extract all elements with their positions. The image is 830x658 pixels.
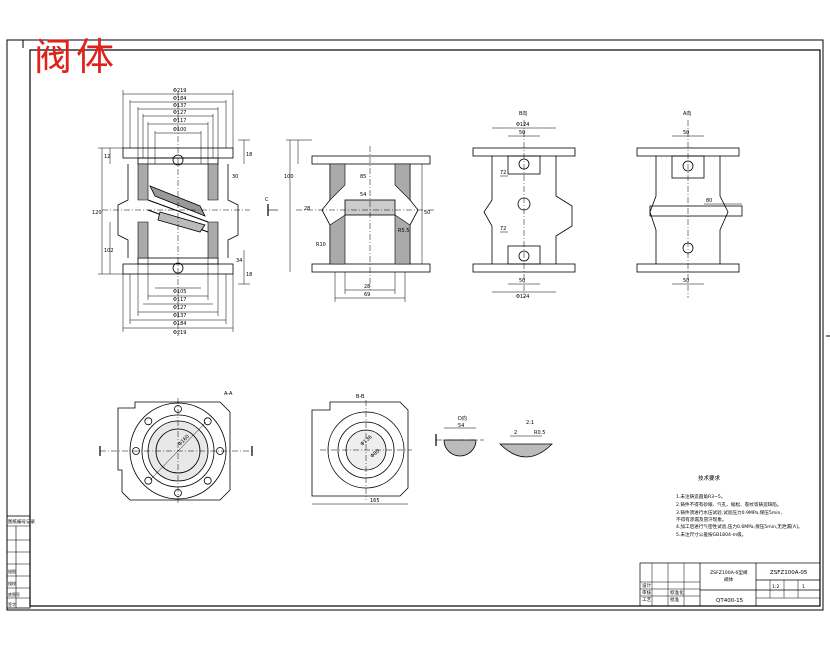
note-item: 5.未注尺寸公差按GB1804-m级。 <box>676 531 746 538</box>
dim-label: 18 <box>246 272 252 278</box>
view-b-labels: B向 Φ124 50 72 72 50 Φ124 <box>500 110 529 300</box>
dim-label: Φ184 <box>173 96 186 102</box>
dim-label: 50 <box>683 130 689 136</box>
dim-label: 72 <box>500 226 506 232</box>
dim-label: 28 <box>304 206 310 212</box>
title-label: 标准化 <box>670 589 684 596</box>
dim-label: Φ80 <box>369 448 381 459</box>
section-label: D向 <box>458 415 467 422</box>
dim-label: 100 <box>284 174 294 180</box>
outer-border <box>6 39 824 611</box>
dim-label: Φ124 <box>516 122 529 128</box>
dim-label: Φ137 <box>173 313 186 319</box>
dim-label: Φ127 <box>173 110 186 116</box>
scale: 1:2 <box>772 584 779 590</box>
sheet-number: 1 <box>802 584 805 590</box>
side-section-view <box>267 139 436 302</box>
note-item: 2.铸件不得有砂眼、气孔、缩松、裂纹等铸造缺陷。 <box>676 501 781 508</box>
dim-label: Φ219 <box>173 88 186 94</box>
dim-label: 50 <box>424 210 430 216</box>
dim-label: 50 <box>519 278 525 284</box>
material: QT400-15 <box>716 598 744 604</box>
front-section-view <box>98 90 250 336</box>
detail-view <box>499 435 553 458</box>
dim-label: Φ117 <box>173 297 186 303</box>
dim-label: Φ127 <box>173 305 186 311</box>
title-label: 工艺 <box>642 597 652 603</box>
dim-label: Φ117 <box>173 118 186 124</box>
dim-label: 80 <box>706 198 712 204</box>
dim-label: 69 <box>364 292 370 298</box>
dim-label: R10 <box>316 242 326 248</box>
dim-label: 12 <box>104 154 110 160</box>
dim-label: 50 <box>683 278 689 284</box>
bolt-hole <box>132 447 140 455</box>
view-b <box>472 120 576 298</box>
view-marker-c: C <box>265 197 269 203</box>
dim-label: R5.5 <box>398 228 409 234</box>
dim-label: 18 <box>246 152 252 158</box>
part-name: ZSFZ100A-6型阀 <box>710 569 748 576</box>
view-title: B向 <box>519 110 527 117</box>
title-label: 批准 <box>670 596 680 603</box>
view-title: A向 <box>683 110 691 117</box>
dim-label: 54 <box>360 192 366 198</box>
title-stamp: 阀体 <box>34 35 119 79</box>
dim-label: 54 <box>458 423 464 429</box>
dim-label: Φ105 <box>173 289 186 295</box>
dim-label: 120 <box>92 210 102 216</box>
dim-label: 165 <box>370 498 380 504</box>
dim-label: 34 <box>236 258 242 264</box>
d-view <box>435 427 484 457</box>
dim-label: R0.5 <box>534 430 545 436</box>
technical-notes: 技术要求 1.未注铸造圆角R3~5。 2.铸件不得有砂眼、气孔、缩松、裂纹等铸造… <box>676 474 802 538</box>
note-item: 3.铸件须进行水压试验,试验压力0.9MPa,保压5min, <box>676 509 782 516</box>
bolt-hole <box>144 417 153 426</box>
flange-view <box>99 398 253 505</box>
note-item: 4.加工后进行气密性试验,压力0.6MPa,保压5min,无泄漏[A]。 <box>676 523 802 530</box>
dim-label: Φ137 <box>173 103 186 109</box>
drawing-number: ZSFZ100A-05 <box>770 570 808 576</box>
bolt-hole <box>203 476 212 485</box>
title-block-text: ZSFZ100A-6型阀 阀体 ZSFZ100A-05 QT400-15 1:2… <box>642 569 808 604</box>
note-item: 1.未注铸造圆角R3~5。 <box>676 493 725 500</box>
side-record-table: 图纸编号记录 描图 描校 底图号 签字 <box>6 515 35 609</box>
title-label: 审核 <box>642 589 652 596</box>
bottom-section-view <box>311 400 412 505</box>
bolt-hole <box>203 417 212 426</box>
view-a <box>636 120 743 298</box>
dim-label: 72 <box>500 170 506 176</box>
section-label: 2:1 <box>526 420 534 426</box>
view-a-labels: A向 50 80 50 <box>683 110 712 284</box>
dim-label: Φ124 <box>516 294 529 300</box>
dim-label: Φ184 <box>173 321 186 327</box>
dim-label: 28 <box>364 284 370 290</box>
side-table-header: 图纸编号记录 <box>8 518 35 525</box>
dim-label: 50 <box>519 130 525 136</box>
note-item: 不得有渗漏及冒汗现象。 <box>676 516 727 523</box>
title-label: 设计 <box>642 582 652 589</box>
side-table-row: 描图 <box>8 568 16 574</box>
part-subtitle: 阀体 <box>724 576 734 583</box>
side-view-dimensions: 85 54 28 100 R10 28 69 50 R5.5 C <box>265 174 430 298</box>
dim-label: 30 <box>232 174 238 180</box>
side-table-row: 签字 <box>8 601 16 607</box>
dim-label: Φ219 <box>173 330 186 336</box>
dim-label: 102 <box>104 248 114 254</box>
section-label: A-A <box>224 391 233 397</box>
title-block <box>639 562 821 607</box>
side-table-row: 描校 <box>8 580 16 586</box>
inner-border <box>29 49 821 607</box>
dim-label: 85 <box>360 174 366 180</box>
section-label: B-B <box>356 394 365 400</box>
dim-label: Φ100 <box>173 127 186 133</box>
side-table-row: 底图号 <box>8 591 20 597</box>
notes-title: 技术要求 <box>698 474 721 482</box>
dim-label: 2 <box>514 430 517 436</box>
front-view-dimensions: Φ219 Φ184 Φ137 Φ127 Φ117 Φ100 Φ105 Φ117 … <box>92 88 252 336</box>
bolt-hole <box>144 476 153 485</box>
